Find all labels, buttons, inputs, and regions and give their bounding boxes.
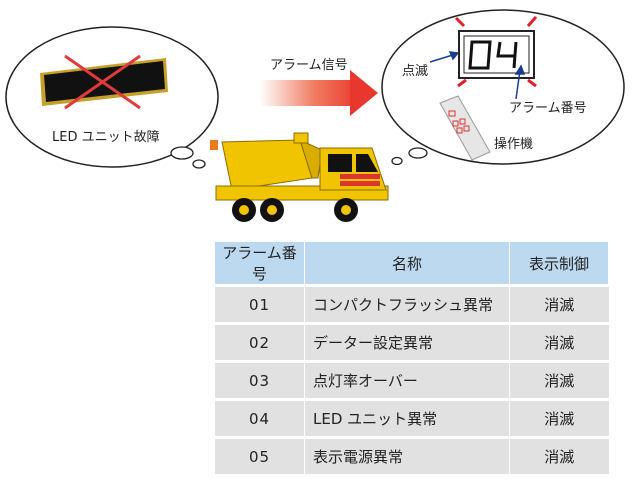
led-panel-icon [40, 54, 168, 110]
table-row: 05 表示電源異常 消滅 [214, 436, 609, 474]
alarm-signal-label: アラーム信号 [270, 58, 348, 73]
signal-arrow-body [260, 80, 360, 106]
alarm-table: アラーム番号 名称 表示制御 01 コンパクトフラッシュ異常 消滅 02 データ… [214, 241, 609, 474]
alarm-code: 01 [214, 284, 305, 324]
blink-label: 点滅 [402, 64, 429, 79]
header-name: 名称 [304, 241, 510, 286]
table-row: 04 LED ユニット異常 消滅 [214, 398, 609, 438]
table-row: 01 コンパクトフラッシュ異常 消滅 [214, 284, 609, 324]
operator-label: 操作機 [494, 137, 534, 152]
alarm-code: 03 [214, 360, 305, 400]
table-row: 03 点灯率オーバー 消滅 [214, 360, 609, 400]
header-alarm-number: アラーム番号 [214, 241, 305, 286]
signal-arrow-head [350, 70, 378, 116]
header-display-control: 表示制御 [509, 241, 609, 286]
alarm-name: 表示電源異常 [304, 436, 510, 474]
led-fault-bubble [5, 26, 219, 169]
alarm-name: コンパクトフラッシュ異常 [304, 284, 510, 324]
alarm-control: 消滅 [509, 436, 609, 474]
alarm-control: 消滅 [509, 360, 609, 400]
led-fault-label: LED ユニット故障 [52, 130, 160, 145]
alarm-control: 消滅 [509, 284, 609, 324]
alarm-code: 02 [214, 322, 305, 362]
alarm-number-label: アラーム番号 [509, 101, 587, 116]
alarm-code: 04 [214, 398, 305, 438]
table-row: 02 データー設定異常 消滅 [214, 322, 609, 362]
seven-segment-display [429, 16, 538, 100]
alarm-control: 消滅 [509, 322, 609, 362]
display-bubble [381, 9, 625, 166]
alarm-control: 消滅 [509, 398, 609, 438]
alarm-name: LED ユニット異常 [304, 398, 510, 438]
alarm-code: 05 [214, 436, 305, 474]
table-header-row: アラーム番号 名称 表示制御 [214, 241, 609, 286]
alarm-name: 点灯率オーバー [304, 360, 510, 400]
truck-icon [210, 132, 389, 222]
alarm-name: データー設定異常 [304, 322, 510, 362]
remote-controller-icon [439, 95, 491, 161]
